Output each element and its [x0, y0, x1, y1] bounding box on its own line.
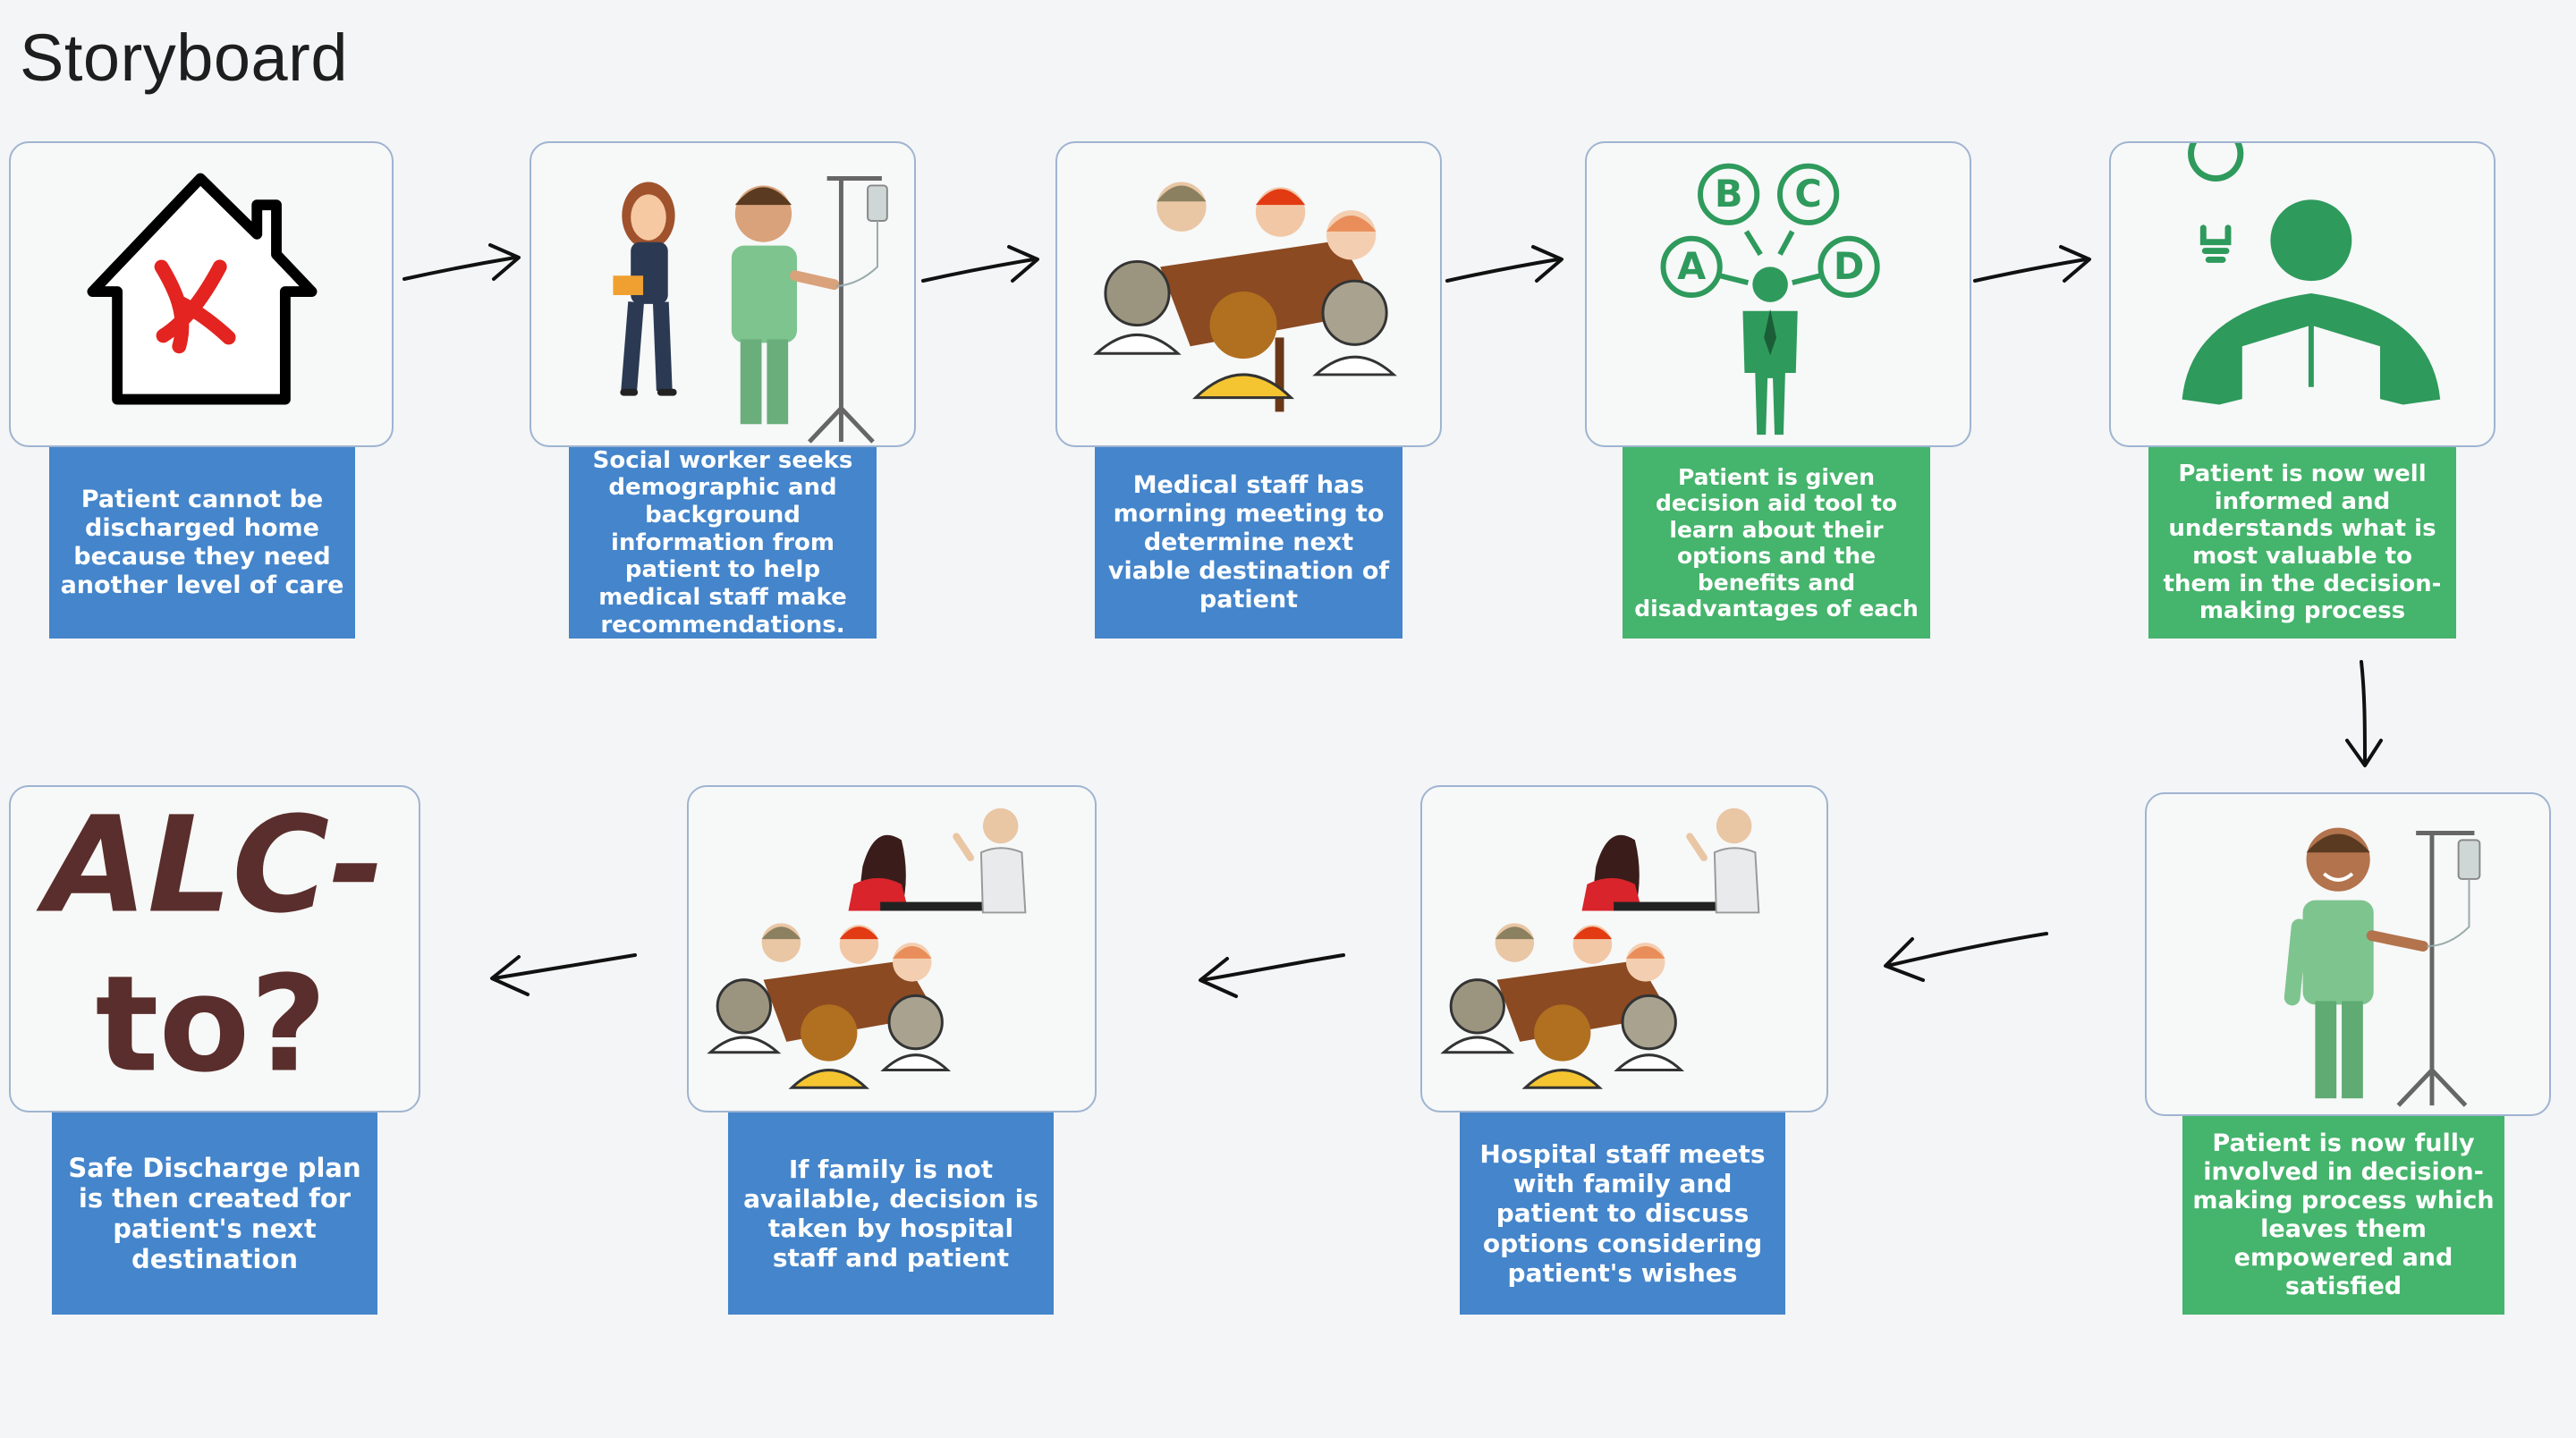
- staff-patient-decision-icon: [707, 808, 1027, 1089]
- step-8-card: [687, 785, 1097, 1112]
- step-4-card: B C A D: [1585, 141, 1971, 447]
- step-1-card: [9, 141, 394, 447]
- step-3-card: [1055, 141, 1442, 447]
- house-x-icon: [87, 173, 318, 405]
- flow-arrow-3-4: [1445, 245, 1563, 283]
- flow-arrow-8-9: [490, 953, 637, 996]
- alc-line-2: to?: [96, 947, 327, 1102]
- decision-tool-icon: B C A D: [1660, 163, 1880, 436]
- flow-arrow-1-2: [402, 243, 521, 281]
- option-d-label: D: [1834, 244, 1864, 288]
- flow-arrow-4-5: [1973, 245, 2091, 283]
- social-worker-patient-icon: [613, 176, 888, 444]
- step-7-card: [1420, 785, 1828, 1112]
- alc-question-graphic: ALC- to?: [36, 787, 385, 1102]
- flow-arrow-5-6: [2345, 660, 2383, 767]
- flow-arrow-6-7: [1884, 932, 2048, 982]
- family-meeting-icon: [1440, 808, 1760, 1089]
- step-9-caption: Safe Discharge plan is then created for …: [52, 1112, 377, 1315]
- step-6-card: [2145, 792, 2551, 1116]
- page-title: Storyboard: [20, 21, 348, 95]
- flow-arrow-2-3: [921, 245, 1039, 283]
- step-7-caption: Hospital staff meets with family and pat…: [1460, 1112, 1785, 1315]
- meeting-icon: [1093, 182, 1397, 412]
- step-1-caption: Patient cannot be discharged home becaus…: [49, 447, 355, 639]
- step-5-card: [2109, 141, 2496, 447]
- step-4-caption: Patient is given decision aid tool to le…: [1623, 447, 1930, 639]
- step-5-caption: Patient is now well informed and underst…: [2148, 447, 2456, 639]
- patient-iv-icon: [2284, 827, 2481, 1107]
- option-c-label: C: [1794, 172, 1821, 216]
- step-8-caption: If family is not available, decision is …: [728, 1112, 1054, 1315]
- option-b-label: B: [1715, 172, 1743, 216]
- reader-lightbulb-icon: [2182, 143, 2441, 405]
- option-a-label: A: [1677, 244, 1706, 288]
- step-6-caption: Patient is now fully involved in decisio…: [2182, 1116, 2504, 1315]
- flow-arrow-7-8: [1199, 953, 1345, 998]
- step-2-caption: Social worker seeks demographic and back…: [569, 447, 877, 639]
- alc-line-1: ALC-: [36, 787, 385, 942]
- step-3-caption: Medical staff has morning meeting to det…: [1095, 447, 1402, 639]
- step-2-card: [530, 141, 916, 447]
- step-9-card: ALC- to?: [9, 785, 420, 1112]
